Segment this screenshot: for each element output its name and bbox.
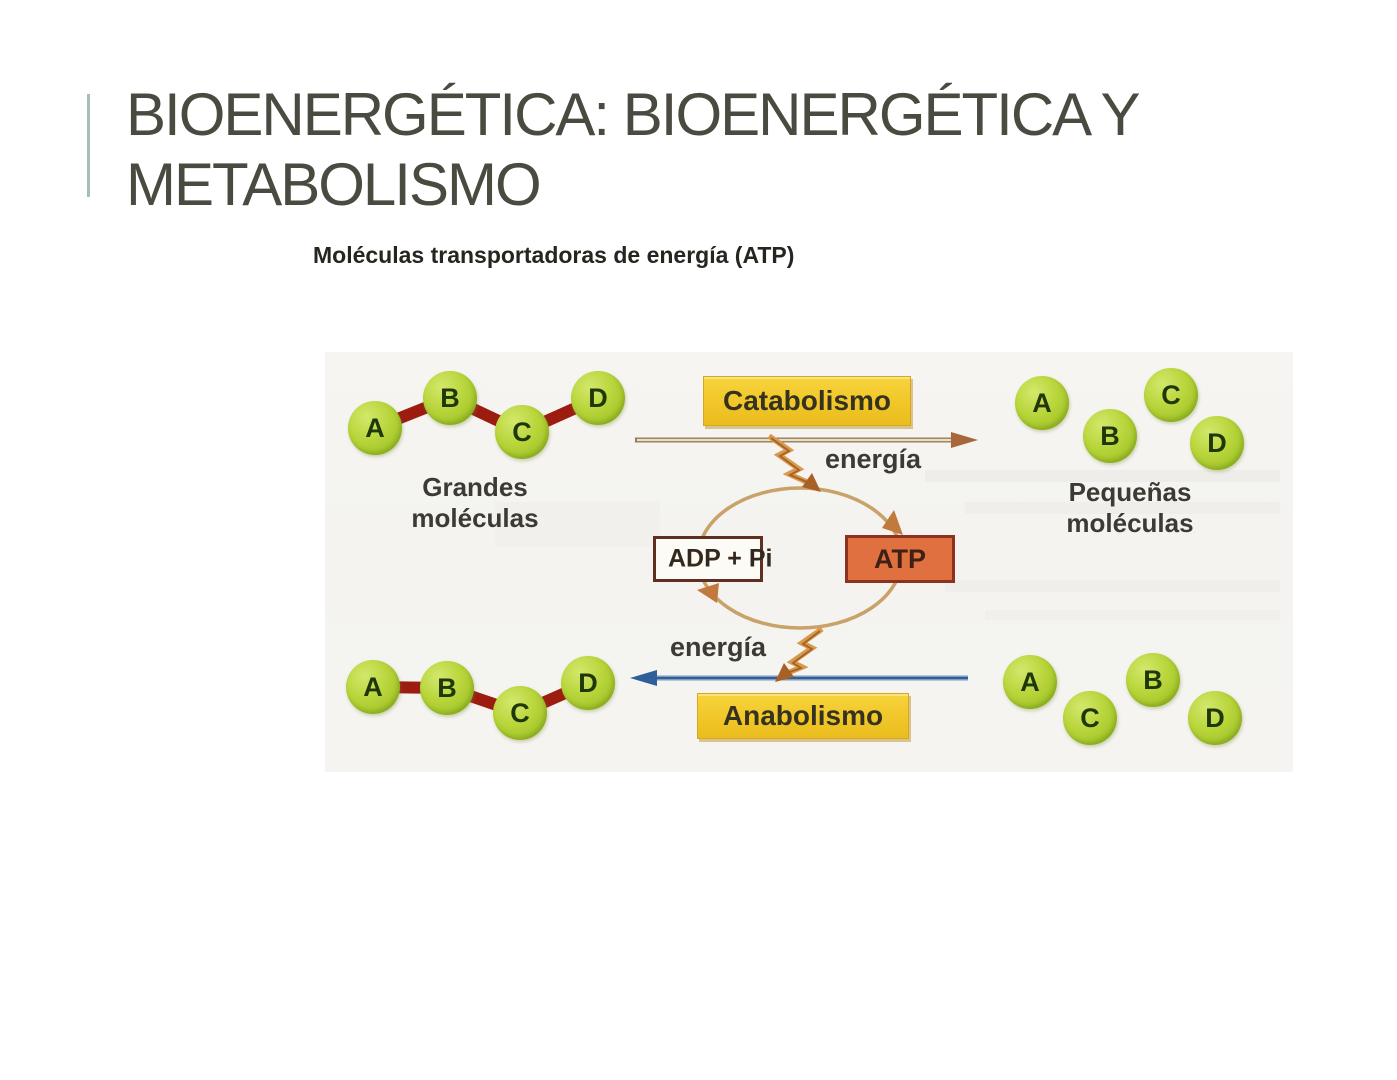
molecule-small-top-b: B [1083, 409, 1137, 463]
molecule-small-top-c: C [1144, 368, 1198, 422]
catabolism-arrow [635, 432, 978, 448]
adp-pi-label: ADP + Pi [668, 544, 773, 573]
molecule-large-bottom-c: C [493, 686, 547, 740]
molecule-small-bottom-c: C [1063, 691, 1117, 745]
molecule-small-top-a: A [1015, 376, 1069, 430]
molecule-large-top-d: D [571, 371, 625, 425]
energia-label-bottom: energía [670, 632, 767, 662]
label-grandes-moleculas: Grandes moléculas [375, 472, 575, 534]
energia-label-top: energía [825, 444, 922, 474]
label-grandes-line1: Grandes [422, 472, 528, 502]
slide-title: BIOENERGÉTICA: BIOENERGÉTICA Y METABOLIS… [126, 80, 1276, 220]
adp-pi-box: ADP + Pi [653, 536, 772, 582]
energy-bolt-bottom [775, 626, 824, 682]
molecule-large-bottom-b: B [420, 661, 474, 715]
molecule-small-bottom-d: D [1188, 691, 1242, 745]
molecule-large-bottom-a: A [346, 660, 400, 714]
label-grandes-line2: moléculas [411, 503, 539, 533]
anabolism-arrow [630, 670, 968, 686]
molecule-small-top-d: D [1190, 416, 1244, 470]
molecule-large-top-b: B [423, 371, 477, 425]
slide-subtitle: Moléculas transportadoras de energía (AT… [313, 242, 795, 268]
metabolism-diagram: A B C D A B C D A B C D A B C D Grandes … [325, 352, 1293, 772]
atp-box: ATP [845, 535, 955, 583]
slide-title-line1: BIOENERGÉTICA: BIOENERGÉTICA Y [126, 81, 1140, 148]
label-pequenas-line1: Pequeñas [1068, 477, 1192, 507]
scan-artifacts [495, 470, 1280, 620]
anabolismo-box: Anabolismo [697, 693, 909, 739]
molecule-large-top-c: C [495, 405, 549, 459]
energy-bolt-top [767, 433, 821, 492]
label-pequenas-moleculas: Pequeñas moléculas [1030, 477, 1230, 539]
molecule-small-bottom-b: B [1126, 653, 1180, 707]
catabolismo-box: Catabolismo [703, 376, 911, 426]
molecule-large-bottom-d: D [561, 656, 615, 710]
slide-title-line2: METABOLISMO [126, 151, 542, 218]
label-pequenas-line2: moléculas [1066, 508, 1194, 538]
molecule-large-top-a: A [348, 401, 402, 455]
title-accent-bar [87, 94, 90, 197]
molecular-bonds [372, 392, 601, 719]
molecule-small-bottom-a: A [1003, 655, 1057, 709]
